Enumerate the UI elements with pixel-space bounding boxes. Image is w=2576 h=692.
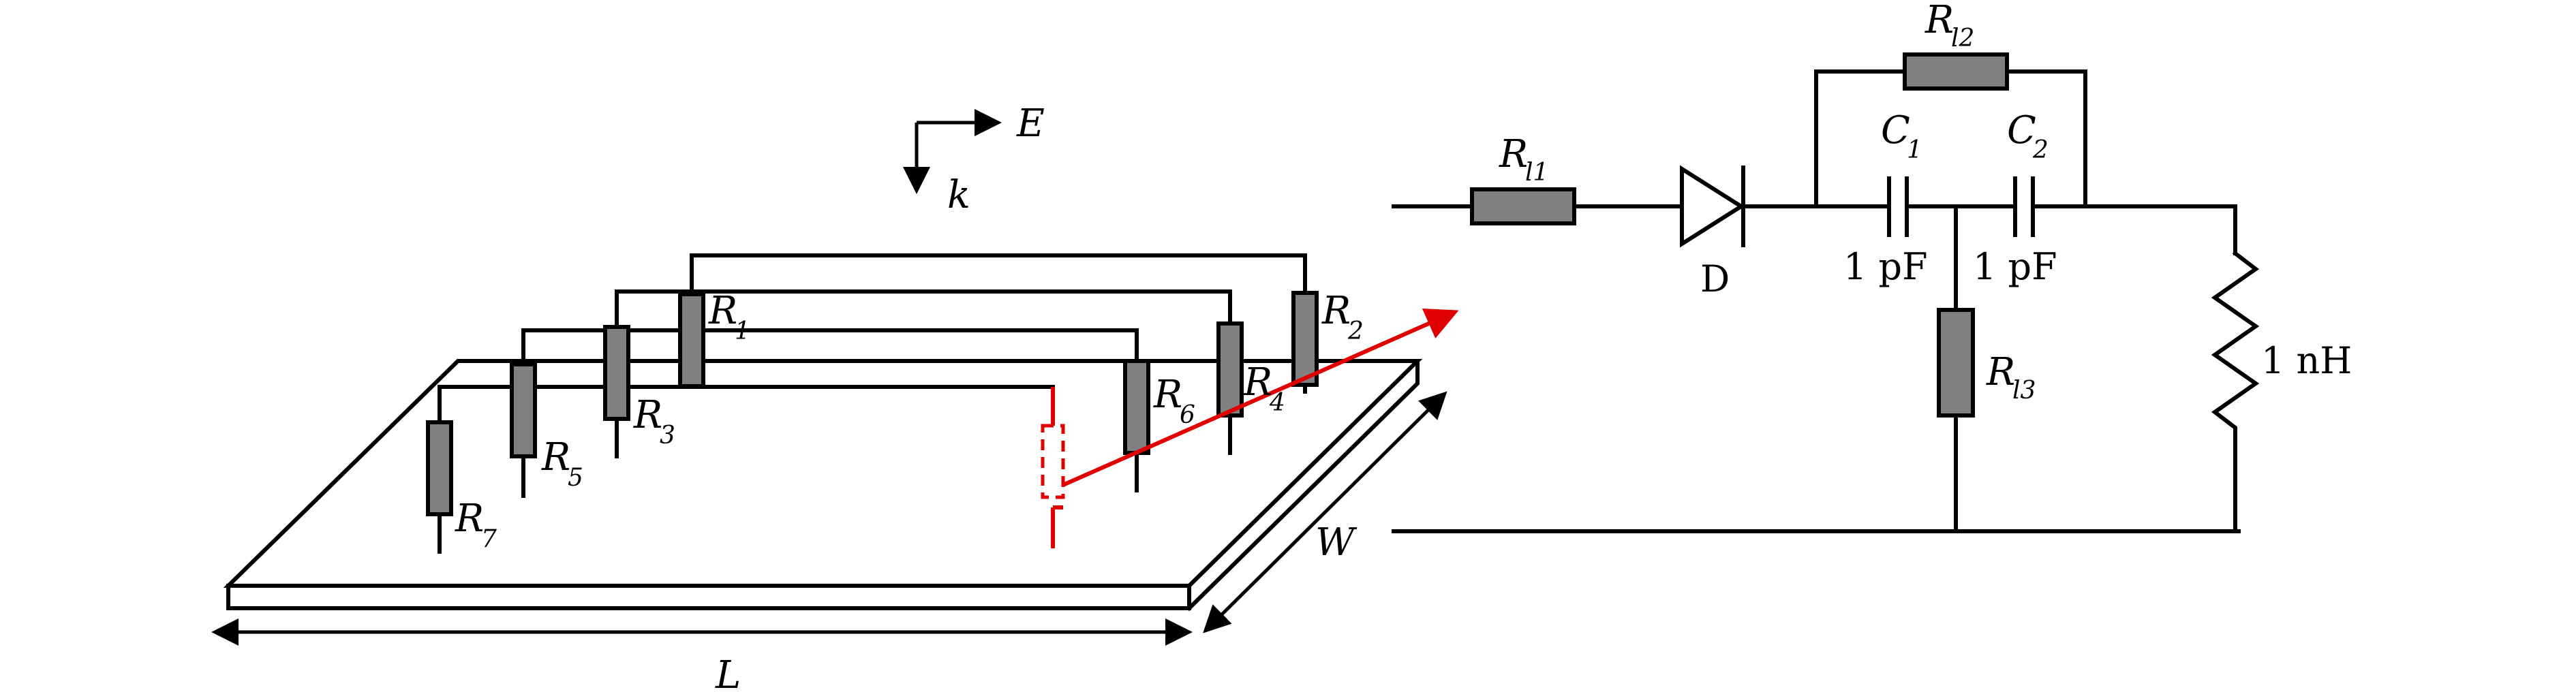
svg-text:R: R: [1986, 350, 2015, 394]
svg-text:R: R: [541, 435, 570, 479]
svg-text:6: 6: [1180, 401, 1195, 429]
svg-text:C: C: [2007, 108, 2036, 153]
width-dimension-arrow: [1203, 391, 1447, 633]
c1-value: 1 pF: [1843, 245, 1928, 288]
r4-label: R4: [1243, 360, 1285, 417]
c1-label: C1: [1881, 108, 1922, 164]
svg-text:1: 1: [735, 317, 750, 345]
c2-value: 1 pF: [1973, 245, 2057, 288]
resistor-r3: [603, 325, 630, 458]
resistor-r4: [1216, 321, 1244, 455]
length-label: L: [715, 653, 741, 692]
c2-label: C2: [2007, 108, 2049, 164]
diode-d: [1680, 165, 1745, 248]
svg-text:l3: l3: [2012, 377, 2036, 405]
field-axes: [903, 109, 1002, 194]
svg-text:l1: l1: [1525, 159, 1548, 187]
resistor-r1: [678, 274, 705, 388]
r1-label: R1: [708, 289, 750, 345]
r7-label: R7: [455, 497, 497, 553]
resistor-rl3: [1937, 308, 1975, 418]
r3-label: R3: [633, 393, 675, 450]
rl3-label: Rl3: [1986, 350, 2036, 405]
inductor: [2211, 250, 2260, 441]
r6-label: R6: [1153, 373, 1195, 429]
resistor-r5: [510, 362, 537, 498]
r2-label: R2: [1321, 289, 1364, 345]
capacitor-c1: [1887, 176, 1909, 237]
svg-text:R: R: [455, 497, 484, 541]
svg-text:2: 2: [2032, 136, 2049, 164]
resistor-r7: [426, 420, 453, 554]
e-field-label: E: [1016, 101, 1045, 146]
r5-label: R5: [541, 435, 583, 492]
svg-text:R: R: [633, 393, 662, 437]
svg-text:R: R: [1153, 373, 1182, 417]
svg-text:7: 7: [481, 525, 497, 553]
inductor-value: 1 nH: [2261, 339, 2352, 382]
resistor-rl1: [1470, 187, 1576, 225]
svg-text:l2: l2: [1951, 25, 1974, 52]
svg-text:R: R: [1321, 289, 1351, 333]
svg-text:C: C: [1881, 108, 1910, 153]
rl2-label: Rl2: [1925, 0, 1974, 52]
capacitor-c2: [2013, 176, 2035, 237]
svg-text:3: 3: [660, 422, 675, 450]
svg-text:4: 4: [1269, 389, 1285, 417]
rl1-label: Rl1: [1499, 132, 1548, 187]
red-pointer-arrow: [1062, 309, 1459, 487]
width-label: W: [1315, 520, 1358, 565]
k-vector-label: k: [947, 173, 970, 217]
svg-text:2: 2: [1347, 317, 1364, 345]
resistor-r6: [1123, 359, 1150, 492]
resistor-r2: [1291, 274, 1319, 394]
svg-text:1: 1: [1907, 136, 1922, 164]
svg-text:R: R: [708, 289, 737, 333]
svg-text:R: R: [1499, 132, 1528, 176]
resistor-rl2: [1903, 52, 2009, 91]
circuit-wires: [1392, 69, 2241, 533]
diode-label: D: [1700, 257, 1730, 300]
highlighted-resistor: [1041, 387, 1065, 548]
svg-text:R: R: [1925, 0, 1954, 42]
svg-text:5: 5: [568, 464, 583, 492]
svg-text:R: R: [1243, 360, 1272, 405]
